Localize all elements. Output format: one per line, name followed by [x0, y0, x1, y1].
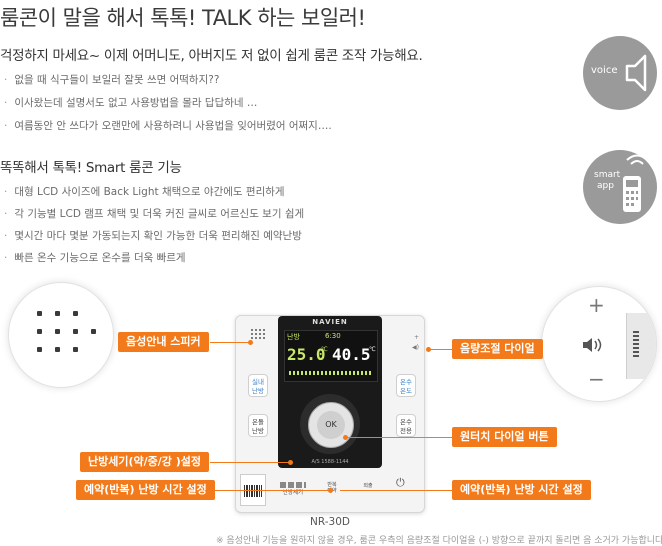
as-number: A/S 1588-1144 — [311, 459, 349, 465]
callout-speaker: 음성안내 스피커 — [118, 332, 209, 352]
volume-dial-zoom-circle: + − — [541, 286, 657, 402]
lcd-unit-1: ℃ — [321, 346, 328, 353]
dial-ring[interactable]: OK — [300, 394, 360, 454]
callout-heat-level-dot — [288, 460, 293, 465]
section2-bullet-4: 빠른 온수 기능으로 온수를 더욱 빠르게 — [4, 250, 185, 265]
section1-bullet-2: 이사왔는데 설명서도 없고 사용방법을 몰라 답답하네 … — [4, 95, 257, 110]
speaker-zoom-circle — [8, 282, 114, 388]
controller-face: NAVIEN 난방 6:30 25.0 40.5 ℃ ℃ OK A/S 1588… — [278, 316, 382, 468]
callout-reserve-left-leader — [210, 490, 330, 491]
callout-volume-leader — [430, 349, 452, 350]
callout-speaker-dot — [248, 340, 253, 345]
heat-level-button[interactable]: 난방세기 — [280, 482, 306, 496]
page-headline: 룸콘이 말을 해서 톡톡! TALK 하는 보일러! — [0, 6, 366, 30]
smart-icon-label-1: smart — [594, 170, 621, 180]
callout-speaker-leader — [210, 342, 250, 343]
section1-bullet-1: 없을 때 식구들이 보일러 잘못 쓰면 어떡하지?? — [4, 72, 219, 87]
hot-water-temp-button[interactable]: 온수 온도 — [396, 374, 416, 397]
callout-dial: 원터치 다이얼 버튼 — [452, 427, 557, 447]
device-volume-icon: ◀) — [412, 344, 419, 351]
footnote: ※ 음성안내 기능을 원하지 않을 경우, 룸콘 우측의 음량조절 다이얼을 (… — [216, 536, 662, 546]
section2-bullet-2: 각 기능별 LCD 램프 채택 및 더욱 커진 글씨로 어르신도 보기 쉽게 — [4, 206, 304, 221]
callout-reserve-right-leader — [340, 490, 452, 491]
lcd-room-temp: 25.0 — [287, 345, 326, 364]
floor-heating-button[interactable]: 온돌 난방 — [248, 414, 268, 437]
lcd-set-temp: 40.5 — [332, 345, 371, 364]
brand-logo: NAVIEN — [312, 318, 348, 326]
callout-dial-dot — [343, 435, 348, 440]
callout-reserve-right: 예약(반복) 난방 시간 설정 — [452, 480, 591, 500]
volume-minus-icon: − — [588, 367, 605, 391]
lcd-mode: 난방 — [287, 333, 300, 341]
ok-button-label: OK — [317, 411, 345, 439]
section1-bullet-3: 여름동안 안 쓰다가 오랜만에 사용하려니 사용법을 잊어버렸어 어쩌지…. — [4, 118, 331, 133]
volume-speaker-icon — [583, 338, 602, 352]
lcd-time: 6:30 — [325, 332, 341, 340]
section2-bullet-3: 몇시간 마다 몇분 가동되는지 확인 가능한 더욱 편리해진 예약난방 — [4, 228, 302, 243]
hot-water-only-button[interactable]: 온수 전용 — [396, 414, 416, 437]
volume-plus-icon: + — [588, 293, 605, 317]
callout-volume: 음량조절 다이얼 — [452, 339, 543, 359]
indoor-heating-button[interactable]: 실내 난방 — [248, 374, 268, 397]
callout-volume-dot — [426, 347, 431, 352]
lcd-unit-2: ℃ — [369, 346, 376, 353]
smart-app-icon: smart app — [583, 150, 657, 224]
voice-icon-label: voice — [591, 65, 618, 76]
room-controller-panel: NAVIEN 난방 6:30 25.0 40.5 ℃ ℃ OK A/S 1588… — [235, 315, 425, 513]
section2-title: 똑똑해서 톡톡! Smart 룸콘 기능 — [0, 160, 182, 176]
ok-button[interactable]: OK — [308, 402, 354, 448]
callout-heat-level: 난방세기(약/중/강 )설정 — [80, 452, 209, 472]
power-icon[interactable]: ⏻ — [396, 476, 405, 489]
device-volume-plus: + — [414, 334, 420, 341]
model-label: NR-30D — [310, 516, 350, 528]
section2-bullet-1: 대형 LCD 사이즈에 Back Light 채택으로 야간에도 편리하게 — [4, 184, 284, 199]
smart-icon-label-2: app — [597, 181, 614, 191]
callout-reserve-left-dot — [328, 488, 333, 493]
lcd-screen: 난방 6:30 25.0 40.5 ℃ ℃ — [284, 330, 378, 382]
voice-icon: voice — [583, 36, 657, 110]
callout-reserve-left: 예약(반복) 난방 시간 설정 — [76, 480, 215, 500]
volume-dial[interactable] — [626, 313, 656, 379]
section1-title: 걱정하지 마세요~ 이제 어머니도, 아버지도 저 없이 쉽게 룸콘 조작 가능… — [0, 48, 423, 64]
callout-heat-level-leader — [210, 462, 290, 463]
callout-dial-leader — [345, 437, 452, 438]
away-button[interactable]: 외출 — [363, 483, 373, 489]
